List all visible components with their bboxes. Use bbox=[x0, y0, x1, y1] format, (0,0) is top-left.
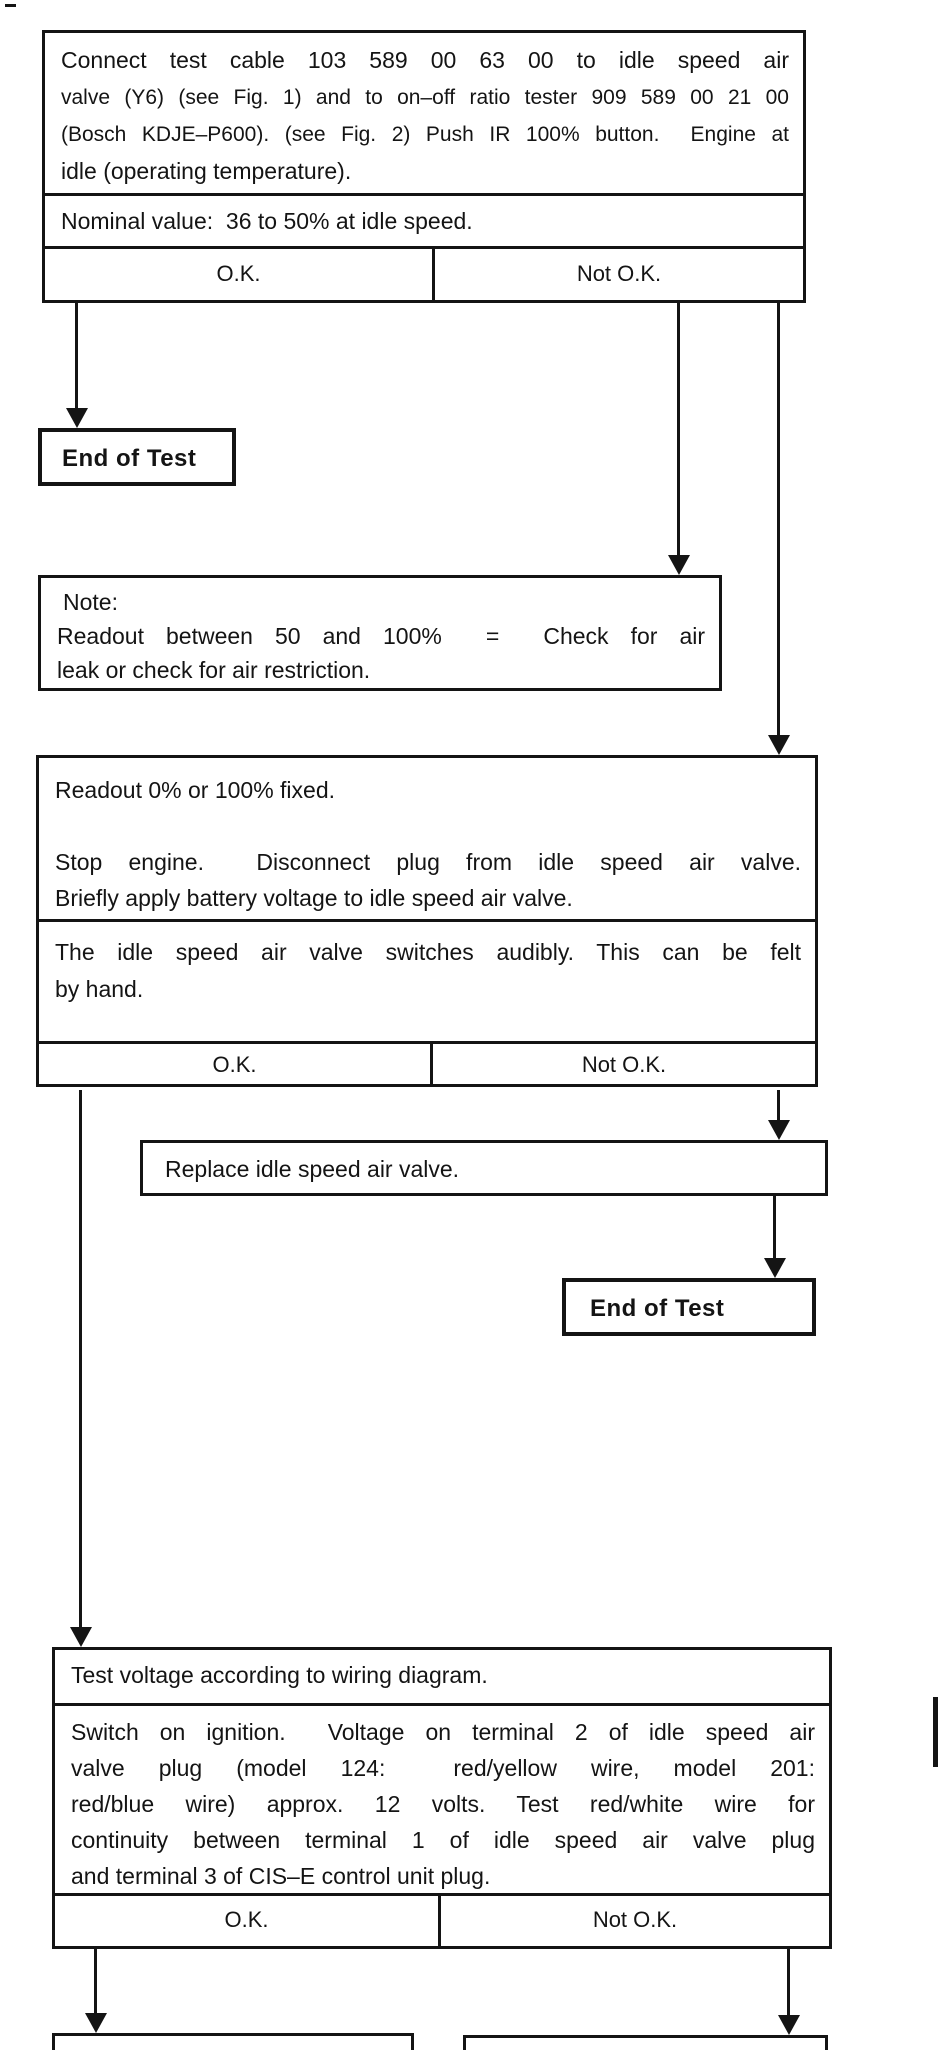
step3-decision-row: O.K. Not O.K. bbox=[55, 1893, 829, 1946]
flow-arrowhead-down bbox=[768, 1120, 790, 1140]
step3-instructions: Switch on ignition. Voltage on terminal … bbox=[55, 1703, 829, 1893]
replace-valve-box: Replace idle speed air valve. bbox=[140, 1140, 828, 1196]
note-line: leak or check for air restriction. bbox=[57, 657, 371, 683]
flow-arrowhead-down bbox=[768, 735, 790, 755]
flow-arrowhead-down bbox=[85, 2013, 107, 2033]
step1-instructions: Connect test cable 103 589 00 63 00 to i… bbox=[45, 33, 803, 193]
next-step-box-right-partial bbox=[463, 2035, 828, 2050]
step2-instructions: Readout 0% or 100% fixed. Stop engine. D… bbox=[39, 758, 815, 919]
step2-result: The idle speed air valve switches audibl… bbox=[39, 919, 815, 1041]
step2-action-line: Briefly apply battery voltage to idle sp… bbox=[55, 885, 573, 911]
connector-step3-not-ok bbox=[787, 1949, 790, 2015]
next-step-box-left-partial bbox=[52, 2033, 414, 2050]
step3-not-ok-cell: Not O.K. bbox=[438, 1896, 829, 1946]
end-of-test-box-2: End of Test bbox=[562, 1278, 816, 1336]
note-title: Note: bbox=[63, 589, 118, 615]
step2-action-line: Stop engine. Disconnect plug from idle s… bbox=[55, 849, 801, 875]
step3-body-line: valve plug (model 124: red/yellow wire, … bbox=[71, 1755, 815, 1781]
note-line: Readout between 50 and 100% = Check for … bbox=[57, 623, 705, 649]
step2-readout-line: Readout 0% or 100% fixed. bbox=[55, 777, 336, 803]
step1-decision-row: O.K. Not O.K. bbox=[45, 246, 803, 300]
step3-title: Test voltage according to wiring diagram… bbox=[71, 1662, 488, 1688]
connector-step1-not-ok bbox=[677, 303, 680, 557]
flow-arrowhead-down bbox=[70, 1627, 92, 1647]
connector-replace-to-end bbox=[773, 1196, 776, 1258]
flow-arrowhead-down bbox=[66, 408, 88, 428]
step2-ok-cell: O.K. bbox=[212, 1052, 257, 1077]
step2-result-line: by hand. bbox=[55, 976, 144, 1002]
note-box: Note: Readout between 50 and 100% = Chec… bbox=[38, 575, 722, 691]
connector-step1-to-step2 bbox=[777, 303, 780, 737]
flow-arrowhead-down bbox=[668, 555, 690, 575]
step1-box: Connect test cable 103 589 00 63 00 to i… bbox=[42, 30, 806, 303]
step3-ok-cell: O.K. bbox=[224, 1907, 269, 1932]
scan-dash-artifact bbox=[5, 4, 16, 7]
step2-not-ok-cell: Not O.K. bbox=[430, 1044, 815, 1084]
end-of-test-box-1: End of Test bbox=[38, 428, 236, 486]
connector-step1-ok bbox=[75, 303, 78, 409]
step1-ok-cell: O.K. bbox=[216, 261, 261, 286]
connector-step3-ok bbox=[94, 1949, 97, 2013]
step1-not-ok-cell: Not O.K. bbox=[432, 249, 803, 300]
step3-body-line: and terminal 3 of CIS–E control unit plu… bbox=[71, 1863, 491, 1889]
connector-step2-not-ok bbox=[777, 1090, 780, 1122]
connector-step2-ok-to-step3 bbox=[79, 1090, 82, 1630]
flow-arrowhead-down bbox=[764, 1258, 786, 1278]
step2-blank-line bbox=[55, 808, 801, 844]
step2-box: Readout 0% or 100% fixed. Stop engine. D… bbox=[36, 755, 818, 1087]
step1-instruction-line: valve (Y6) (see Fig. 1) and to on–off ra… bbox=[61, 86, 789, 109]
step1-nominal-value: Nominal value: 36 to 50% at idle speed. bbox=[45, 193, 803, 246]
step1-instruction-line: idle (operating temperature). bbox=[61, 158, 352, 184]
step3-box: Test voltage according to wiring diagram… bbox=[52, 1647, 832, 1949]
step2-result-line: The idle speed air valve switches audibl… bbox=[55, 939, 801, 965]
step3-body-line: continuity between terminal 1 of idle sp… bbox=[71, 1827, 815, 1853]
step2-decision-row: O.K. Not O.K. bbox=[39, 1041, 815, 1084]
step3-body-line: red/blue wire) approx. 12 volts. Test re… bbox=[71, 1791, 815, 1817]
step1-instruction-line: (Bosch KDJE–P600). (see Fig. 2) Push IR … bbox=[61, 123, 789, 146]
scan-edge-artifact bbox=[933, 1697, 938, 1767]
step3-body-line: Switch on ignition. Voltage on terminal … bbox=[71, 1719, 815, 1745]
step1-instruction-line: Connect test cable 103 589 00 63 00 to i… bbox=[61, 47, 789, 73]
flow-arrowhead-down bbox=[778, 2015, 800, 2035]
